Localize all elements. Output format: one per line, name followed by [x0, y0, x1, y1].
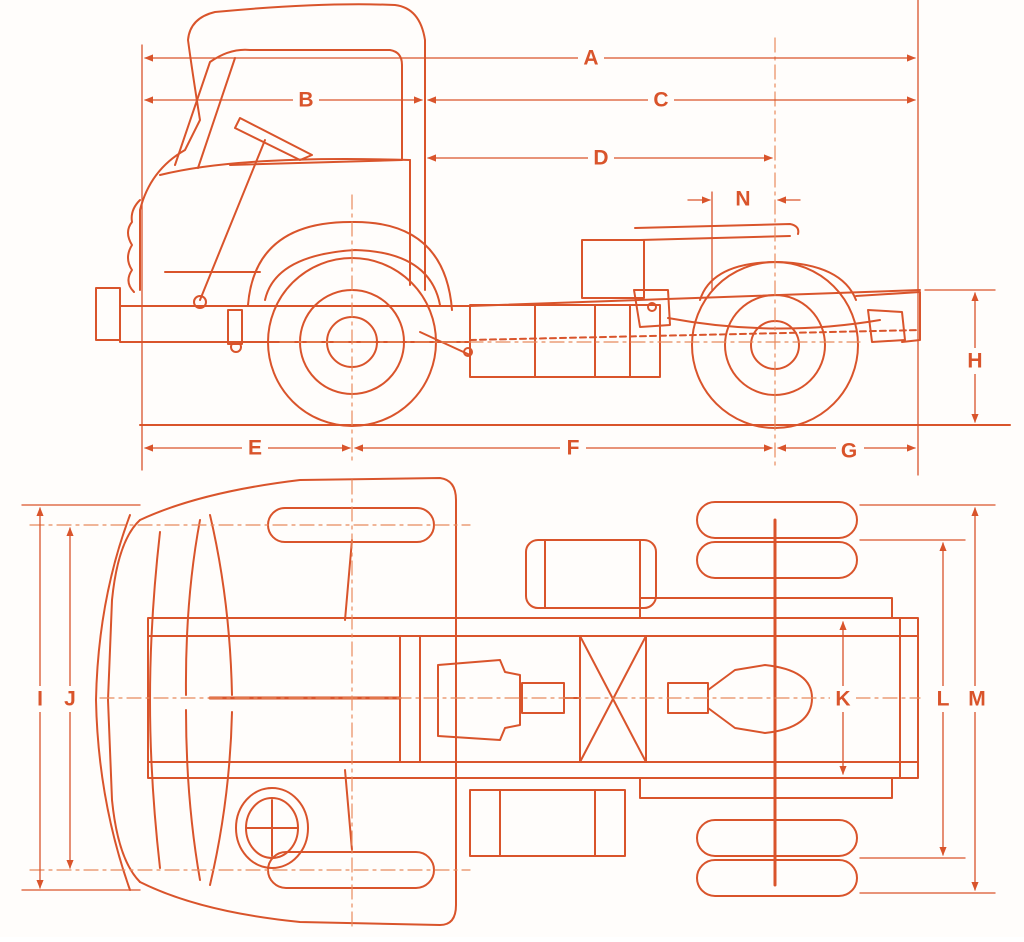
x-crossmember	[579, 635, 647, 763]
cab-window-frame	[174, 48, 403, 166]
label-M: M	[968, 688, 986, 711]
frame-rail-lower	[469, 329, 921, 341]
front-grille-plan	[107, 519, 141, 883]
rear-tire-plan-top-outer	[696, 501, 858, 539]
label-I: I	[37, 688, 43, 711]
spring-bolt-front	[647, 302, 657, 312]
differential-plan	[707, 664, 813, 734]
cab-plan-outline	[139, 477, 457, 926]
windscreen-right	[185, 709, 201, 881]
rear-spring-plan-top	[639, 597, 893, 619]
plan-view	[95, 477, 919, 926]
track-rod-top	[344, 539, 353, 621]
label-F: F	[567, 437, 580, 460]
label-N: N	[735, 188, 750, 211]
steering-column	[199, 139, 266, 301]
label-C: C	[653, 89, 668, 112]
track-rod-bottom	[344, 769, 353, 851]
spring-bracket-front	[633, 289, 671, 328]
dimension-labels: A B C D N H E F G I J K L M	[30, 46, 990, 712]
front-fender-inner	[264, 249, 441, 306]
label-A: A	[583, 47, 598, 70]
windscreen-left	[184, 519, 201, 696]
label-J: J	[64, 688, 76, 711]
frame-rail-upper	[469, 289, 921, 307]
battery-box	[581, 239, 645, 299]
side-extension-lines	[141, 0, 996, 476]
cab-roof-plan-right	[209, 711, 233, 886]
rear-spring	[667, 317, 881, 330]
rear-crossmember	[855, 291, 921, 343]
plan-construction-lines	[29, 479, 921, 931]
drive-link-pivot	[463, 347, 473, 357]
label-E: E	[248, 437, 262, 460]
cab-outline	[139, 3, 426, 291]
front-spring-hanger	[227, 309, 243, 345]
fifth-wheel-line	[639, 235, 791, 241]
plan-extension-lines	[21, 504, 996, 894]
rear-tire-plan-bottom-inner	[696, 819, 858, 857]
rear-spring-plan-bottom	[639, 777, 893, 799]
grille-side	[127, 199, 141, 293]
label-B: B	[298, 89, 313, 112]
label-D: D	[593, 147, 608, 170]
bumper-plan	[95, 514, 131, 891]
a-pillar	[197, 57, 236, 169]
steering-wheel-plan	[235, 787, 309, 869]
front-fender	[247, 220, 453, 311]
cab-roof-plan-left	[209, 514, 233, 696]
label-H: H	[967, 350, 982, 373]
side-dimension-lines	[144, 54, 979, 452]
drive-link	[419, 331, 471, 356]
battery-box-plan	[469, 789, 626, 857]
label-G: G	[841, 440, 857, 463]
cab-belt-line	[159, 158, 411, 176]
rear-tire-plan-top-inner	[696, 541, 858, 579]
fifth-wheel-plate	[634, 223, 800, 235]
label-K: K	[835, 688, 850, 711]
front-spring-shackle	[230, 341, 242, 353]
side-construction-lines	[279, 37, 861, 471]
side-elevation-view	[95, 3, 1011, 429]
fuel-tank-plan	[525, 539, 657, 609]
x-brace-2	[579, 635, 647, 763]
rear-tire-plan-bottom-outer	[696, 859, 858, 897]
steering-wheel-side	[234, 117, 313, 161]
front-bumper	[95, 287, 121, 341]
gearbox-plan	[437, 659, 521, 741]
label-L: L	[937, 688, 950, 711]
steering-pivot	[193, 295, 207, 309]
chassis-frame-side	[119, 305, 471, 343]
tow-bracket-rear	[867, 309, 906, 343]
bonnet-plan	[149, 531, 161, 869]
fuel-tank-side	[469, 304, 661, 378]
